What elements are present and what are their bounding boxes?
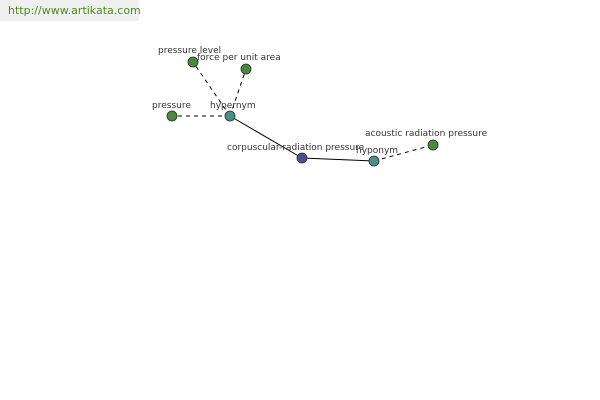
label-term-pressure-level[interactable]: pressure level xyxy=(158,46,221,56)
label-term-pressure[interactable]: pressure xyxy=(152,101,191,111)
site-url-link[interactable]: http://www.artikata.com xyxy=(8,4,141,17)
edges-layer xyxy=(172,61,434,162)
node-term-force-per-unit-area[interactable] xyxy=(240,63,252,75)
labels-layer: corpuscular-radiation pressure hypernym pr… xyxy=(152,46,488,156)
label-relation-hypernym[interactable]: hypernym xyxy=(210,101,256,111)
node-relation-hypernym[interactable] xyxy=(224,110,236,122)
node-center-corpuscular-radiation-pressure[interactable] xyxy=(296,152,308,164)
node-term-pressure-level[interactable] xyxy=(187,56,199,68)
edge-hypernym xyxy=(229,115,303,159)
edge-hypernym-pressure-level xyxy=(192,61,231,117)
edge-hyponym-acoustic-radiation-pressure xyxy=(373,144,434,162)
node-term-acoustic-radiation-pressure[interactable] xyxy=(427,139,439,151)
nodes-layer xyxy=(166,56,439,167)
edge-hypernym-force-per-unit-area xyxy=(229,68,247,117)
label-term-acoustic-radiation-pressure[interactable]: acoustic radiation pressure xyxy=(365,129,488,139)
edge-hyponym xyxy=(301,157,375,162)
label-center-corpuscular-radiation-pressure[interactable]: corpuscular-radiation pressure xyxy=(227,143,365,153)
node-relation-hyponym[interactable] xyxy=(368,155,380,167)
node-term-pressure[interactable] xyxy=(166,110,178,122)
label-term-force-per-unit-area[interactable]: force per unit area xyxy=(197,53,281,63)
site-banner: http://www.artikata.com xyxy=(0,0,141,21)
label-relation-hyponym[interactable]: hyponym xyxy=(356,146,398,156)
